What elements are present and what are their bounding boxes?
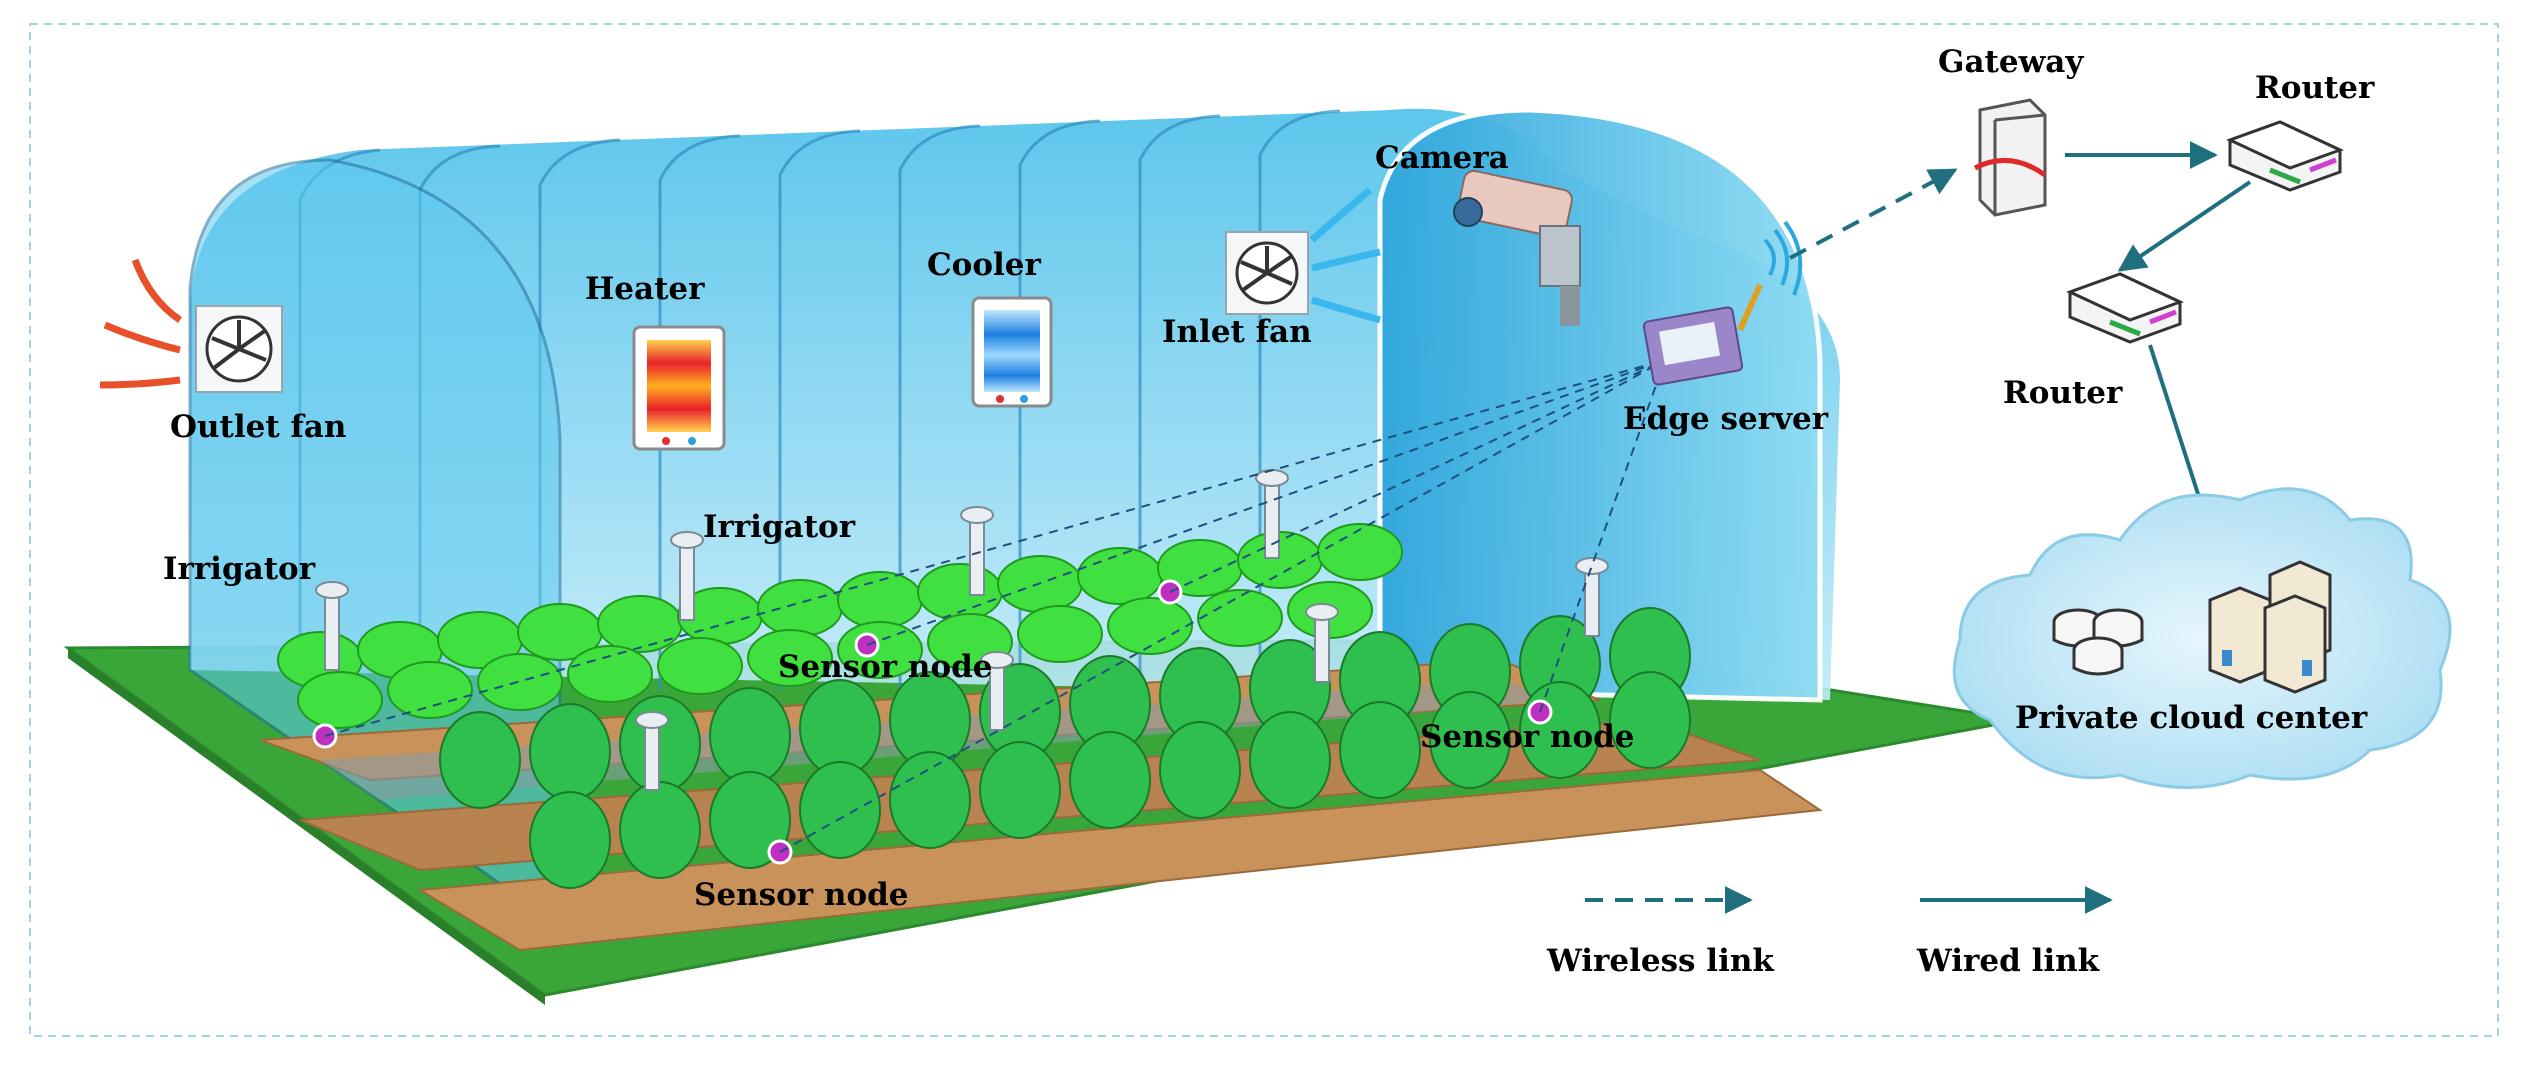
greenhouse-ribs	[298, 109, 1341, 690]
label-cooler: Cooler	[927, 247, 1041, 283]
inlet-fan-icon	[1225, 231, 1309, 315]
outlet-airflow-arrows	[99, 258, 182, 389]
label-irrigator-left: Irrigator	[163, 551, 316, 587]
outlet-fan-icon	[195, 305, 283, 393]
label-private-cloud-center: Private cloud center	[2015, 700, 2368, 736]
soil-bed-front	[416, 768, 1823, 952]
label-outlet-fan: Outlet fan	[170, 409, 347, 445]
label-edge-server: Edge server	[1623, 401, 1829, 437]
cooler-icon	[971, 296, 1053, 408]
private-cloud-icon	[1952, 487, 2452, 789]
label-router-mid: Router	[2003, 375, 2123, 411]
label-sensor-node-2: Sensor node	[1420, 719, 1635, 755]
inlet-airflow-arrows	[1309, 187, 1381, 324]
legend-wired-label: Wired link	[1917, 943, 2100, 979]
router-top-icon	[2226, 120, 2344, 192]
gateway-icon	[1973, 98, 2047, 217]
heater-icon	[632, 325, 726, 451]
camera-icon	[1453, 169, 1581, 326]
label-camera: Camera	[1375, 140, 1509, 176]
wireless-link-to-gateway	[1789, 168, 1958, 260]
label-sensor-node-3: Sensor node	[694, 877, 909, 913]
label-gateway: Gateway	[1938, 44, 2084, 80]
router-mid-icon	[2066, 272, 2184, 344]
ground-edge	[68, 648, 545, 1005]
label-inlet-fan: Inlet fan	[1162, 314, 1312, 350]
legend-wireless-label: Wireless link	[1547, 943, 1774, 979]
internal-wireless-links	[324, 359, 1666, 853]
plants-front-rows	[439, 607, 1691, 889]
label-heater: Heater	[585, 271, 705, 307]
label-irrigator-mid: Irrigator	[703, 509, 856, 545]
label-router-top: Router	[2255, 70, 2375, 106]
label-sensor-node-1: Sensor node	[778, 649, 993, 685]
greenhouse-right-end	[1377, 107, 1823, 703]
plants-back-rows	[277, 523, 1403, 729]
wired-link-router-router	[2117, 180, 2252, 272]
wireless-waves-icon	[1763, 220, 1803, 296]
outer-frame	[29, 23, 2499, 1037]
irrigators	[315, 469, 1609, 791]
edge-server-icon	[1642, 283, 1763, 386]
